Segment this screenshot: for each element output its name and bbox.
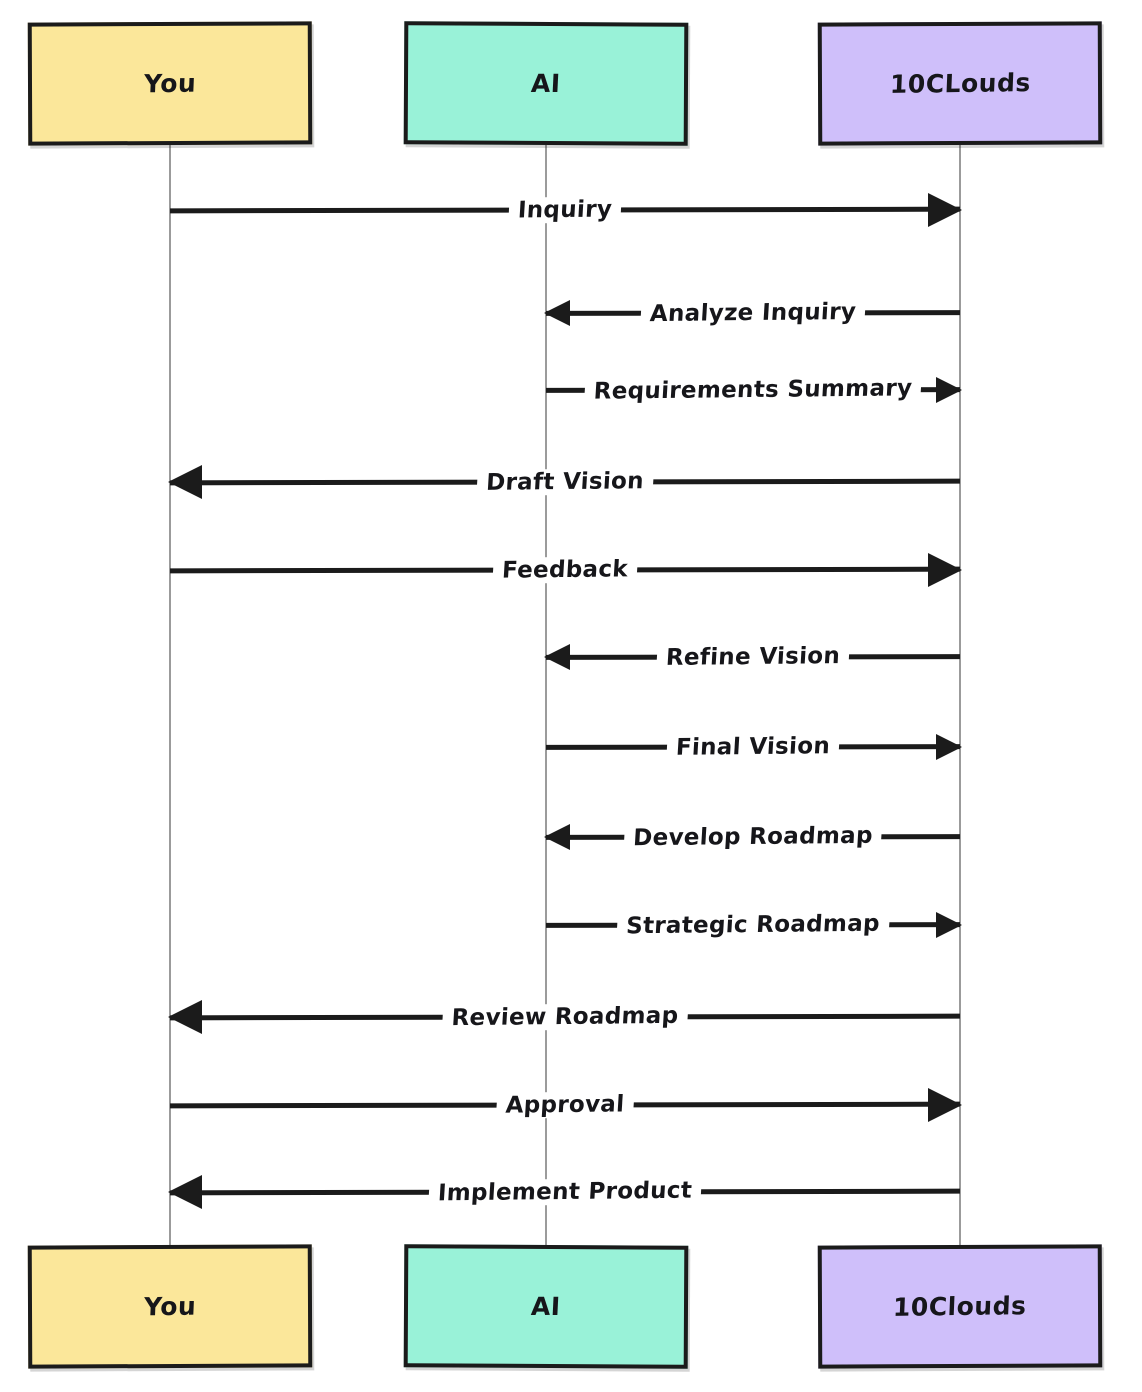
message-8-develop-roadmap[interactable]: Develop Roadmap [544,814,961,860]
arrowhead-right-icon [936,377,962,403]
arrowhead-left-icon [544,644,570,670]
message-label: Review Roadmap [441,1002,689,1032]
message-10-review-roadmap[interactable]: Review Roadmap [168,994,961,1040]
message-7-final-vision[interactable]: Final Vision [545,724,962,770]
message-label: Final Vision [666,733,840,761]
message-12-implement-product[interactable]: Implement Product [168,1169,961,1215]
arrowhead-left-icon [168,1175,202,1209]
message-6-refine-vision[interactable]: Refine Vision [544,634,961,680]
message-label: Requirements Summary [583,375,923,405]
message-label: Analyze Inquiry [640,298,866,328]
message-label: Strategic Roadmap [616,910,890,940]
lifeline-ai [545,145,547,1245]
arrowhead-left-icon [168,465,202,499]
message-9-strategic-roadmap[interactable]: Strategic Roadmap [545,902,962,948]
arrowhead-right-icon [928,193,962,227]
message-4-draft-vision[interactable]: Draft Vision [168,459,961,505]
arrowhead-left-icon [544,824,570,850]
lifeline-tenclouds [959,145,961,1245]
lifeline-you [169,145,171,1245]
message-label: Draft Vision [476,468,654,496]
message-label: Refine Vision [656,642,850,672]
actor-label-you-bottom: You [143,1291,197,1322]
actor-label-ai-bottom: AI [530,1291,562,1322]
arrowhead-right-icon [928,1088,962,1122]
message-3-requirements-summary[interactable]: Requirements Summary [545,367,962,413]
message-label: Implement Product [428,1177,702,1207]
actor-box-tenclouds-top[interactable]: 10CLouds [817,21,1103,146]
message-label: Feedback [492,556,638,584]
message-2-analyze-inquiry[interactable]: Analyze Inquiry [544,290,961,336]
actor-label-you-top: You [143,68,197,99]
actor-box-ai-top[interactable]: AI [403,21,689,146]
actor-box-you-bottom[interactable]: You [27,1244,313,1369]
message-label: Inquiry [508,196,622,224]
actor-label-ai-top: AI [530,68,562,99]
actor-box-ai-bottom[interactable]: AI [403,1244,689,1369]
arrowhead-left-icon [168,1000,202,1034]
arrowhead-right-icon [936,734,962,760]
actor-box-you-top[interactable]: You [27,21,313,146]
message-5-feedback[interactable]: Feedback [169,547,962,593]
arrowhead-right-icon [928,553,962,587]
message-label: Develop Roadmap [623,822,883,852]
actor-label-tenclouds-bottom: 10Clouds [892,1291,1028,1322]
message-1-inquiry[interactable]: Inquiry [169,187,962,233]
arrowhead-left-icon [544,300,570,326]
actor-label-tenclouds-top: 10CLouds [888,68,1032,99]
message-11-approval[interactable]: Approval [169,1082,962,1128]
message-label: Approval [495,1091,635,1119]
actor-box-tenclouds-bottom[interactable]: 10Clouds [817,1244,1103,1369]
arrowhead-right-icon [936,912,962,938]
